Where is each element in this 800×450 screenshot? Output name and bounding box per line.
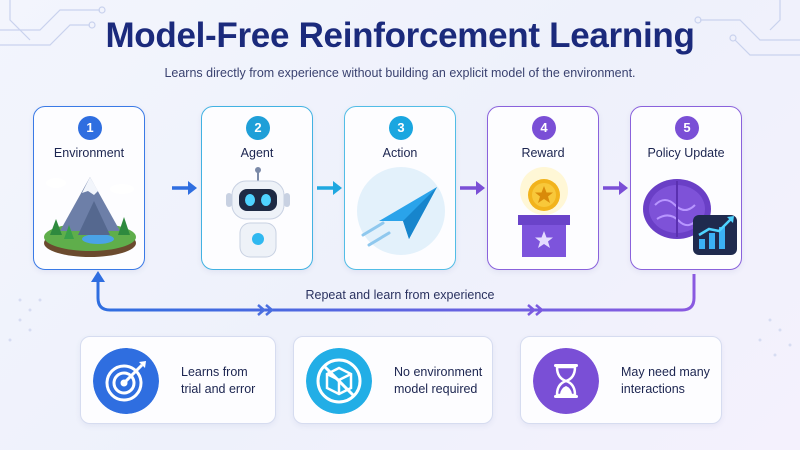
arrow-right-icon <box>172 181 197 195</box>
step-label: Reward <box>521 146 565 160</box>
feature-text-line: interactions <box>621 382 685 396</box>
step-label: Environment <box>53 146 125 160</box>
feature-card-many-interactions: May need many interactions <box>520 336 722 424</box>
step-number: 4 <box>532 116 556 140</box>
step-label: Action <box>382 146 418 160</box>
no-model-icon <box>306 348 372 414</box>
arrow-right-icon <box>603 181 628 195</box>
feature-card-trial-error: Learns from trial and error <box>80 336 276 424</box>
step-agent: 2 Agent <box>201 106 313 270</box>
feature-text-line: May need many <box>621 365 710 379</box>
brain-chart-icon <box>643 179 737 255</box>
hourglass-icon <box>533 348 599 414</box>
feature-text-line: Learns from <box>181 365 248 379</box>
feature-text-line: No environment <box>394 365 483 379</box>
loop-label: Repeat and learn from experience <box>305 288 495 302</box>
step-number: 1 <box>78 116 102 140</box>
feature-text: May need many interactions <box>621 364 751 398</box>
feature-text: Learns from trial and error <box>181 364 311 398</box>
step-number: 5 <box>675 116 699 140</box>
feature-text-line: trial and error <box>181 382 256 396</box>
reward-box-icon <box>518 167 570 257</box>
step-environment: 1 Environment <box>33 106 145 270</box>
step-reward: 4 Reward <box>487 106 599 270</box>
target-icon <box>93 348 159 414</box>
step-action: 3 Action <box>344 106 456 270</box>
arrow-right-icon <box>460 181 485 195</box>
arrow-right-icon <box>317 181 342 195</box>
page-subtitle: Learns directly from experience without … <box>164 66 636 80</box>
feature-text-line: model required <box>394 382 478 396</box>
step-number: 3 <box>389 116 413 140</box>
paper-plane-icon <box>357 167 445 255</box>
mountain-island-icon <box>44 177 136 257</box>
step-policy-update: 5 Policy Update <box>630 106 742 270</box>
feature-card-no-model: No environment model required <box>293 336 493 424</box>
feature-text: No environment model required <box>394 364 524 398</box>
step-label: Agent <box>240 146 274 160</box>
page-title: Model-Free Reinforcement Learning <box>105 16 695 55</box>
robot-icon <box>226 167 290 258</box>
step-label: Policy Update <box>647 146 725 160</box>
feedback-loop-arrow <box>91 271 696 316</box>
step-number: 2 <box>246 116 270 140</box>
